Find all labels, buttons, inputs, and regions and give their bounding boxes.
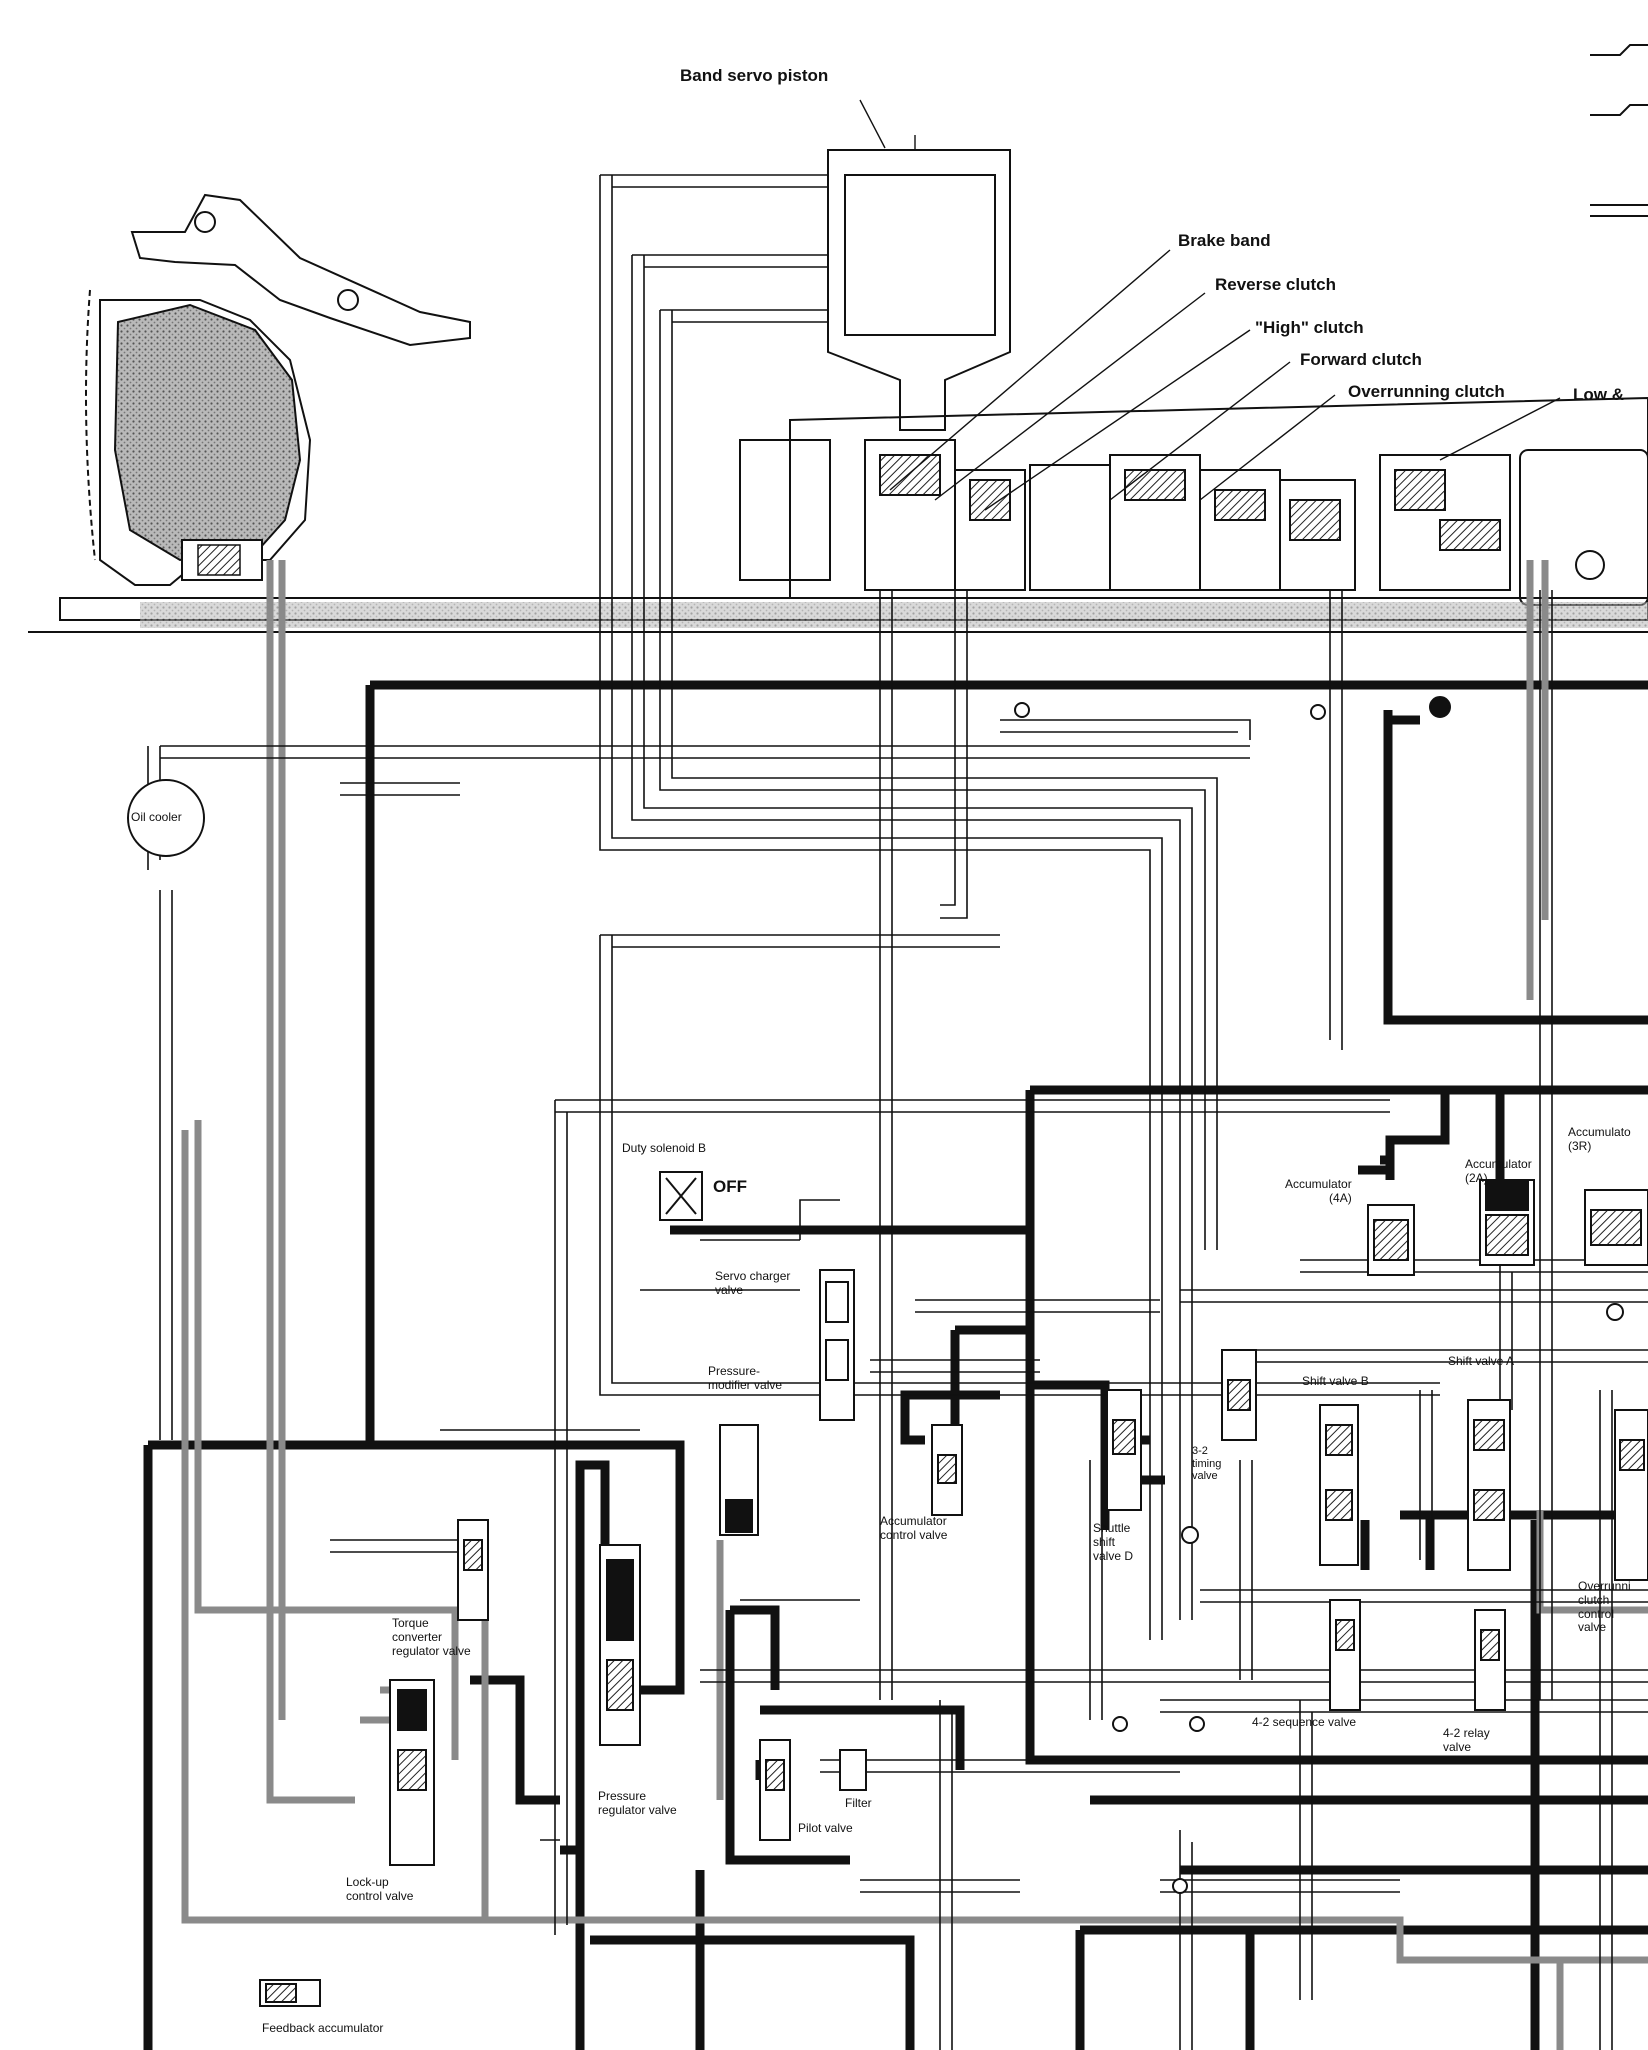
clutch-packs: [739, 439, 1605, 591]
label-duty-solenoid-b: Duty solenoid B: [622, 1141, 707, 1155]
label-brake-band: Brake band: [1178, 231, 1271, 250]
label-4-2-relay-valve: 4-2 relay valve: [1443, 1726, 1490, 1754]
check-balls: [1014, 696, 1624, 1894]
label-accumulator-2a: Accumulator (2A): [1465, 1157, 1532, 1185]
label-3-2-timing-valve: 3-2 timing valve: [1192, 1445, 1222, 1483]
label-shift-valve-b: Shift valve B: [1302, 1374, 1369, 1388]
main-shaft: [28, 602, 1648, 633]
label-overrunning-clutch-control-valve: Overrunni clutch control valve: [1578, 1579, 1631, 1635]
legend-stubs: [1590, 44, 1648, 217]
label-shift-valve-a: Shift valve A: [1448, 1354, 1515, 1368]
torque-converter: [113, 303, 302, 581]
label-servo-charger-valve: Servo charger valve: [715, 1269, 791, 1297]
label-pressure-modifier-valve: Pressure- modifier valve: [708, 1364, 783, 1392]
label-torque-converter-regulator-valve: Torque converter regulator valve: [392, 1616, 471, 1658]
leader-lines: [859, 99, 1561, 511]
oil-cooler: [127, 779, 205, 857]
label-reverse-clutch: Reverse clutch: [1215, 275, 1336, 294]
label-pressure-regulator-valve: Pressure regulator valve: [598, 1789, 677, 1817]
label-4-2-sequence-valve: 4-2 sequence valve: [1252, 1715, 1357, 1729]
label-feedback-accumulator: Feedback accumulator: [262, 2021, 384, 2035]
label-lock-up-control-valve: Lock-up control valve: [346, 1875, 414, 1903]
label-high-clutch: "High" clutch: [1255, 318, 1364, 337]
valves: [259, 1171, 1648, 2007]
label-accumulator-control-valve: Accumulator control valve: [880, 1514, 948, 1542]
label-shuttle-shift-valve-d: Shuttle shift valve D: [1093, 1521, 1134, 1563]
signal-circuits: [147, 174, 1648, 2050]
label-accumulator-4a: Accumulator (4A): [1285, 1177, 1352, 1205]
label-low-and: Low &: [1573, 385, 1624, 404]
line-pressure-circuits: [143, 680, 1648, 2050]
label-pilot-valve: Pilot valve: [798, 1821, 853, 1835]
label-oil-cooler: Oil cooler: [131, 810, 182, 824]
duty-solenoid-b-symbol: [665, 1177, 697, 1215]
label-overrunning-clutch: Overrunning clutch: [1348, 382, 1505, 401]
label-forward-clutch: Forward clutch: [1300, 350, 1422, 369]
duty-solenoid-b-state: OFF: [713, 1177, 747, 1196]
label-accumulator-3r: Accumulato (3R): [1568, 1125, 1631, 1153]
label-band-servo-piston: Band servo piston: [680, 66, 829, 85]
label-filter: Filter: [845, 1796, 872, 1810]
